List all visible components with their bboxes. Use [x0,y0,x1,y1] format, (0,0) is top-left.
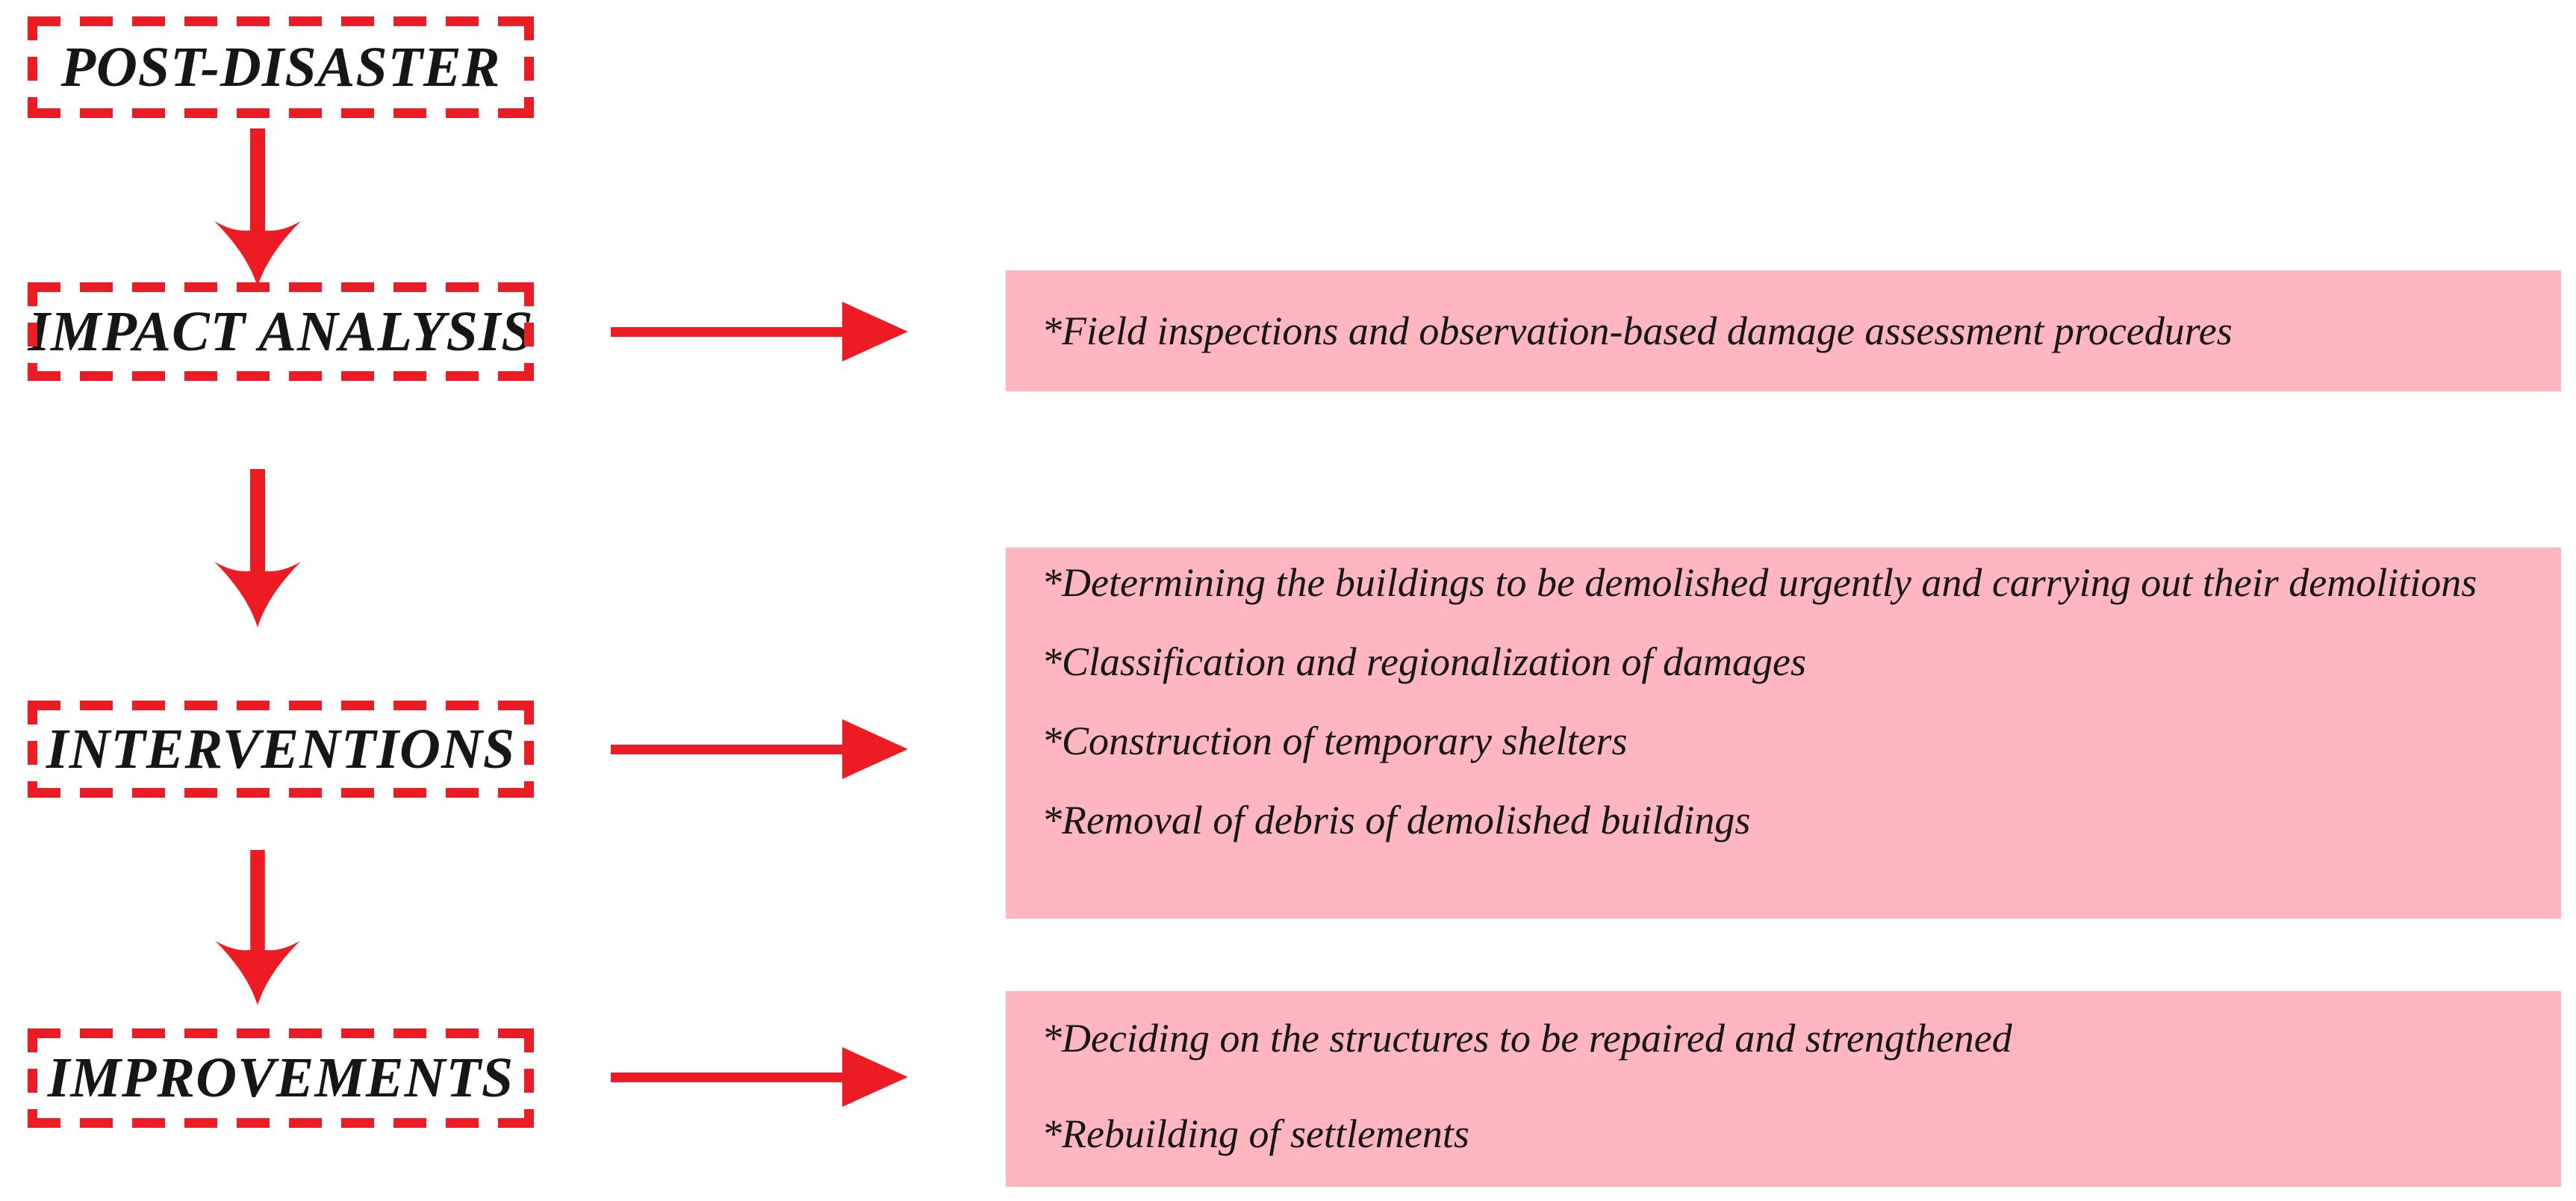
dashed-border-top [28,282,534,292]
stage-label-impact-analysis: IMPACT ANALYSIS [28,300,534,363]
detail-item: *Determining the buildings to be demolis… [1042,560,2477,605]
dashed-border-left [28,701,37,798]
dashed-border-right [524,701,534,798]
dashed-border-bottom [28,788,534,798]
arrow-down-icon [214,128,301,287]
dashed-border-left [28,16,37,118]
detail-item: *Deciding on the structures to be repair… [1042,1016,2012,1061]
detail-item: *Construction of temporary shelters [1042,719,1628,763]
detail-item: *Field inspections and observation-based… [1042,308,2233,353]
detail-panel-interventions: *Determining the buildings to be demolis… [1006,547,2561,919]
detail-item: *Classification and regionalization of d… [1042,639,1807,684]
dashed-border-left [28,1028,37,1128]
arrow-down-icon [215,850,300,1005]
dashed-border-right [524,1028,534,1128]
dashed-border-top [28,1028,534,1038]
arrow-right-icon [611,719,908,779]
dashed-border-right [524,16,534,118]
stage-box-improvements: IMPROVEMENTS [28,1028,534,1128]
detail-panel-improvements: *Deciding on the structures to be repair… [1006,991,2561,1187]
stage-label-interventions: INTERVENTIONS [46,717,516,781]
dashed-border-top [28,16,534,26]
stage-label-post-disaster: POST-DISASTER [60,35,501,99]
dashed-border-bottom [28,1118,534,1128]
stage-box-interventions: INTERVENTIONS [28,701,534,798]
detail-item: *Rebuilding of settlements [1042,1111,1469,1156]
detail-panel-impact-analysis: *Field inspections and observation-based… [1006,270,2561,391]
stage-box-post-disaster: POST-DISASTER [28,16,534,118]
arrow-right-icon [611,1047,908,1107]
detail-item: *Removal of debris of demolished buildin… [1042,798,1751,842]
dashed-border-bottom [28,371,534,381]
dashed-border-top [28,701,534,710]
arrow-down-icon [214,469,301,627]
stage-label-improvements: IMPROVEMENTS [47,1046,514,1109]
dashed-border-bottom [28,108,534,118]
stage-box-impact-analysis: IMPACT ANALYSIS [28,282,534,381]
arrow-right-icon [611,302,908,361]
